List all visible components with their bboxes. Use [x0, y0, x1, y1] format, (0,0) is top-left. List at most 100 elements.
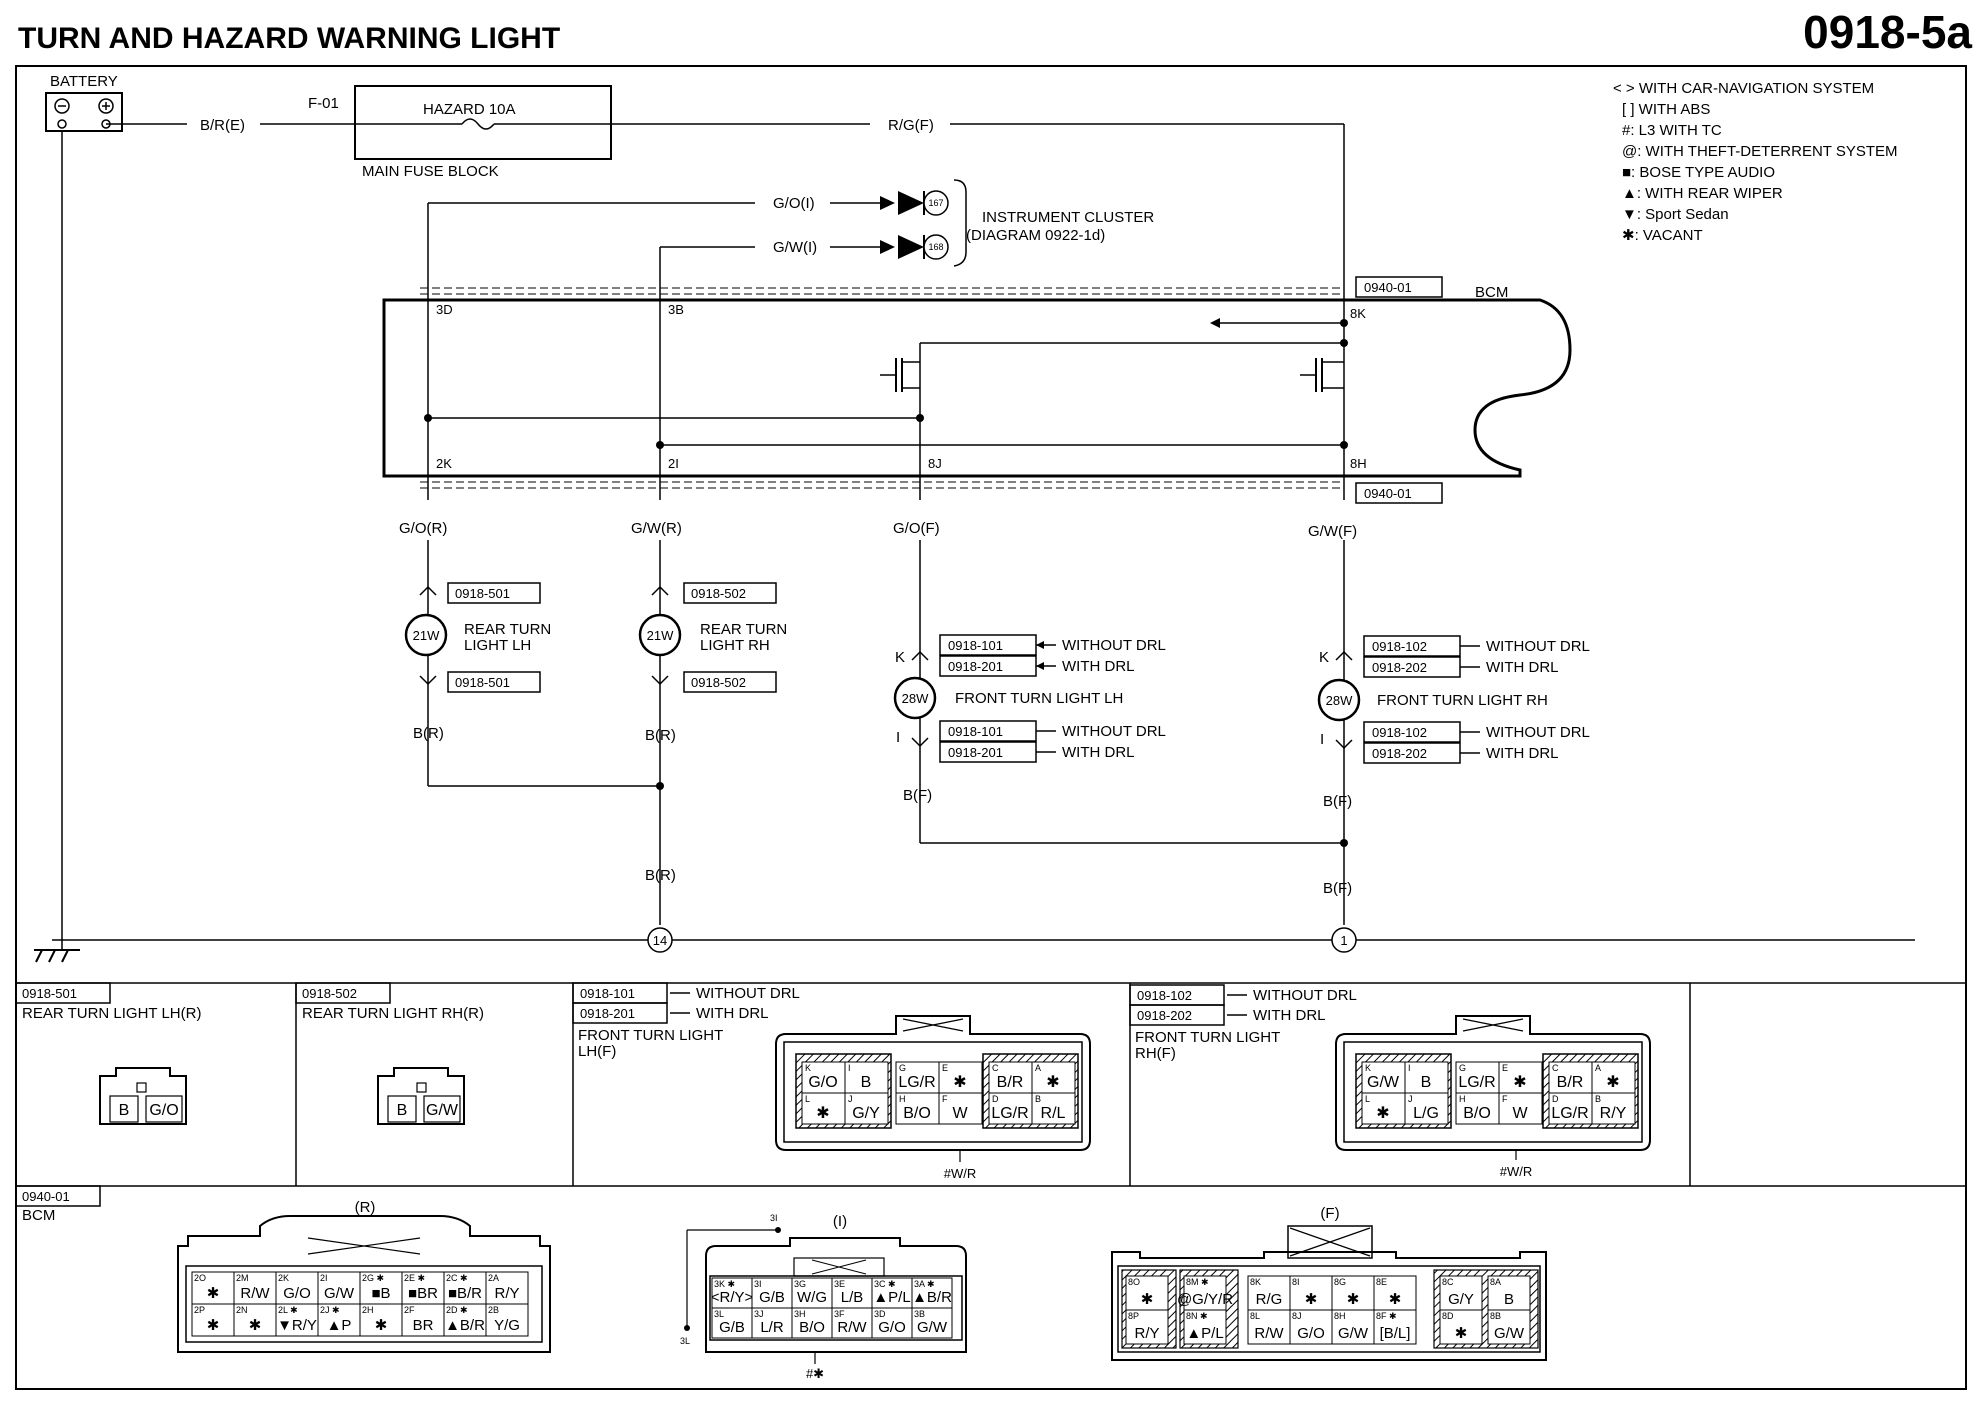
without-drl: WITHOUT DRL	[1062, 723, 1166, 740]
pin-id: 2H	[362, 1305, 374, 1315]
pin-box	[911, 1307, 953, 1339]
pin-id: 2P	[194, 1305, 205, 1315]
pin-box	[191, 1271, 235, 1305]
pin-id: 8N ✱	[1186, 1311, 1208, 1321]
connector-note: #W/R	[1500, 1164, 1533, 1179]
legend-item: [ ] WITH ABS	[1622, 101, 1710, 118]
pin-id: D	[1552, 1094, 1559, 1104]
front-lh-panel-title: LH(F)	[578, 1043, 616, 1060]
pin-id: 2A	[488, 1273, 499, 1283]
pin-box	[1125, 1275, 1169, 1311]
pin-id: 2O	[194, 1273, 206, 1283]
pin-3b: 3B	[668, 302, 684, 317]
bcm-box	[382, 298, 1572, 478]
page-code: 0918-5a	[1803, 6, 1972, 58]
with-drl: WITH DRL	[1062, 744, 1135, 761]
pin-cell: W/G	[797, 1289, 827, 1306]
ground-symbol	[34, 940, 80, 963]
ic-pin-168: 168	[928, 242, 943, 252]
pin-id: 8F ✱	[1376, 1311, 1397, 1321]
battery-label: BATTERY	[50, 73, 118, 90]
pin-cell: G/B	[759, 1289, 785, 1306]
wire-label: G/O(I)	[773, 195, 815, 212]
pin-id: D	[992, 1094, 999, 1104]
legend-item: ▼: Sport Sedan	[1622, 206, 1729, 223]
pin-cell: Y/G	[494, 1317, 520, 1334]
pin-cell: G/B	[719, 1319, 745, 1336]
wire-label: R/G(F)	[888, 117, 934, 134]
pin-2i: 2I	[668, 456, 679, 471]
panel-ref-202: 0918-202	[1137, 1008, 1192, 1023]
pin-cell: G/O	[283, 1285, 311, 1302]
ref-202: 0918-202	[1372, 746, 1427, 761]
wire-label: B/R(E)	[200, 117, 245, 134]
pin-cell: ✱	[816, 1105, 829, 1122]
wire-label: G/O(R)	[399, 520, 447, 537]
with-drl: WITH DRL	[1486, 659, 1559, 676]
without-drl: WITHOUT DRL	[1486, 638, 1590, 655]
pin-cell: LG/R	[1551, 1105, 1588, 1122]
pin-id: 3K ✱	[714, 1279, 735, 1289]
pin-id: 3H	[794, 1309, 806, 1319]
main-fuse-block	[354, 85, 612, 160]
without-drl: WITHOUT DRL	[1062, 637, 1166, 654]
pin-id: 2M	[236, 1273, 249, 1283]
pin-id: 2B	[488, 1305, 499, 1315]
wire-label: B(F)	[1323, 880, 1352, 897]
pin-id: H	[1459, 1094, 1466, 1104]
pin-cell: LG/R	[991, 1105, 1028, 1122]
without-drl: WITHOUT DRL	[1253, 987, 1357, 1004]
panel-ref-bcm: 0940-01	[22, 1189, 70, 1204]
pin-cell: R/Y	[494, 1285, 519, 1302]
pin-cell: R/W	[1254, 1325, 1284, 1342]
rear-lh-lamp	[404, 613, 448, 657]
pin-box	[317, 1271, 361, 1305]
pin-id: 2D ✱	[446, 1305, 468, 1315]
pin-id: 3A ✱	[914, 1279, 935, 1289]
ref-502: 0918-502	[691, 586, 746, 601]
watt-21: 21W	[647, 628, 674, 643]
wire-label: G/W(F)	[1308, 523, 1357, 540]
ref-502: 0918-502	[691, 675, 746, 690]
legend-item: ✱: VACANT	[1622, 227, 1703, 244]
pin-id: 2N	[236, 1305, 248, 1315]
pin-id: 2F	[404, 1305, 415, 1315]
pin-id: 8A	[1490, 1277, 1501, 1287]
pin-cell: B	[119, 1102, 130, 1119]
pin-box	[711, 1277, 753, 1309]
pin-id: 8C	[1442, 1277, 1454, 1287]
pin-cell: G/O	[808, 1074, 837, 1091]
pin-cell: ▲B/R	[445, 1317, 485, 1334]
pin-cell: W	[1512, 1105, 1528, 1122]
pin-box	[1373, 1309, 1417, 1345]
pin-cell: B/R	[1557, 1074, 1584, 1091]
bcm-panel-title: BCM	[22, 1207, 55, 1224]
pin-cell: G/W	[1367, 1074, 1400, 1091]
pin-cell: G/O	[149, 1102, 178, 1119]
pin-box	[1487, 1309, 1531, 1345]
pin-cell: <R/Y>	[711, 1289, 754, 1306]
wire-label: G/W(R)	[631, 520, 682, 537]
wire-label: B(R)	[645, 727, 676, 744]
pin-cell: ▲P/L	[873, 1289, 910, 1306]
wire-label: G/W(I)	[773, 239, 817, 256]
ic-pin-167: 167	[928, 198, 943, 208]
pin-cell: ✱	[375, 1317, 388, 1334]
connector-front-rh: K I G E C A G/W B LG/R ✱ B/R ✱ L J H F D…	[1335, 1015, 1651, 1179]
pin-cell: ✱	[1305, 1291, 1318, 1308]
panel-ref-501: 0918-501	[22, 986, 77, 1001]
pin-id: I	[1408, 1063, 1411, 1073]
pin-cell: ✱	[1513, 1074, 1526, 1091]
pin-id: G	[1459, 1063, 1466, 1073]
front-lh-panel-title: FRONT TURN LIGHT	[578, 1027, 723, 1044]
ground-point-14	[647, 927, 673, 953]
pin-id: C	[992, 1063, 999, 1073]
legend-item: < > WITH CAR-NAVIGATION SYSTEM	[1613, 80, 1874, 97]
pin-cell: BR	[413, 1317, 434, 1334]
front-lh-name: FRONT TURN LIGHT LH	[955, 690, 1123, 707]
instrument-cluster-label: INSTRUMENT CLUSTER	[982, 209, 1154, 226]
panel-502-title: REAR TURN LIGHT RH(R)	[302, 1005, 484, 1022]
pin-id: A	[1595, 1063, 1601, 1073]
fuse-name: HAZARD 10A	[423, 101, 516, 118]
